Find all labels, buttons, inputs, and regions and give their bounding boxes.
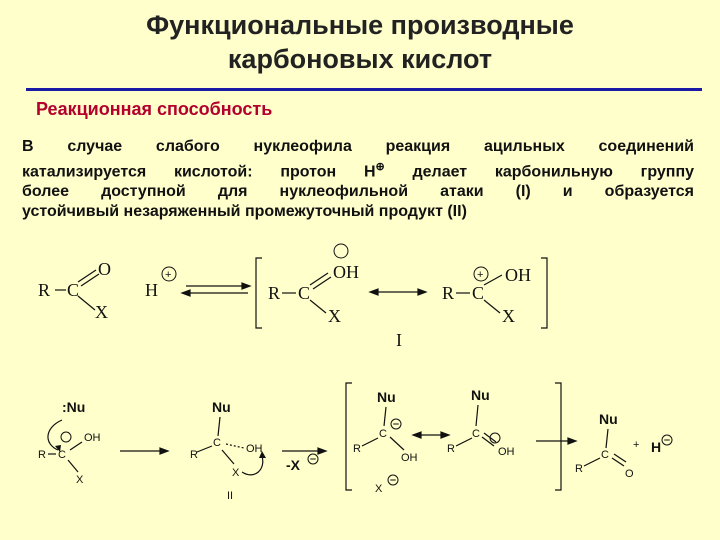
tetrahedral-intermediate <box>196 416 245 465</box>
minus-charge-icon <box>387 474 399 486</box>
plus-sign: + <box>477 269 483 281</box>
title-line-2: карбоновых кислот <box>227 44 493 74</box>
paragraph-line-2b: делает карбонильную группу <box>384 163 695 181</box>
nucleophile-label: :Nu <box>62 399 85 415</box>
oxyanion-form <box>361 406 405 451</box>
label-roman-2: II <box>227 490 233 502</box>
plus-charge-icon <box>489 432 501 444</box>
reactant-acyl <box>55 269 100 311</box>
paragraph-line-4: устойчивый незаряженный промежуточный пр… <box>22 203 467 221</box>
c-label: C <box>213 437 221 449</box>
c-label: C <box>58 449 66 461</box>
x-label: X <box>76 474 84 486</box>
label-roman-1: I <box>396 330 402 350</box>
resonance-arrow-icon <box>411 431 451 439</box>
resonance-arrow-icon <box>368 288 428 296</box>
o-label: O <box>98 259 111 279</box>
body-paragraph: В случае слабого нуклеофила реакция ацил… <box>22 137 694 222</box>
leaving-arrow-icon <box>241 455 264 476</box>
oh-label: OH <box>401 452 418 464</box>
x-label: X <box>502 306 515 326</box>
c-label: C <box>472 283 484 303</box>
x-label: X <box>95 302 108 322</box>
product-acyl <box>583 428 627 467</box>
r-label: R <box>38 449 46 461</box>
proton-label: H <box>145 280 158 300</box>
resonance-form-2 <box>456 274 503 314</box>
nu-label: Nu <box>377 389 396 405</box>
c-label: C <box>379 428 387 440</box>
plus-charge-icon <box>473 266 489 282</box>
leaving-arrowhead <box>259 451 266 458</box>
reaction-arrow-icon <box>120 447 170 455</box>
o-label: O <box>625 468 634 480</box>
r-label: R <box>190 449 198 461</box>
x-label: X <box>328 306 341 326</box>
intermediate-bracket <box>255 257 548 329</box>
r-label: R <box>447 443 455 455</box>
attack-arrowhead <box>55 445 61 452</box>
resonance-form-1 <box>282 272 332 314</box>
nu-label: Nu <box>599 411 618 427</box>
title-line-1: Функциональные производные <box>146 10 574 40</box>
plus-charge-icon <box>333 243 349 259</box>
x-label: X <box>375 483 383 495</box>
plus-charge-icon <box>60 431 72 443</box>
equilibrium-arrow-icon <box>180 282 252 297</box>
section-heading: Реакционная способность <box>36 99 273 119</box>
paragraph-line-3: более доступной для нуклеофильной атаки … <box>22 183 694 201</box>
c-label: C <box>601 449 609 461</box>
species-protonated <box>48 441 83 473</box>
title-divider <box>26 88 702 91</box>
oh-label: OH <box>84 432 101 444</box>
leaving-group-label: -X <box>286 457 301 473</box>
hydride-label: H <box>651 439 661 455</box>
paragraph-line-2a: катализируется кислотой: протон Н <box>22 163 376 181</box>
proton-charge: ⊕ <box>375 161 385 173</box>
plus-charge-icon <box>161 266 177 282</box>
plus-sign: + <box>633 439 639 451</box>
plus-sign: + <box>165 269 171 281</box>
oh-label: OH <box>246 443 263 455</box>
slide-title: Функциональные производные карбоновых ки… <box>40 8 680 76</box>
oh-label: OH <box>505 265 531 285</box>
elimination-arrow-icon <box>282 447 328 455</box>
minus-charge-icon <box>307 453 319 465</box>
r-label: R <box>353 443 361 455</box>
paragraph-line-1: В случае слабого нуклеофила реакция ацил… <box>22 138 694 155</box>
c-label: C <box>298 283 310 303</box>
minus-charge-icon <box>661 434 673 446</box>
paragraph-line-2: катализируется кислотой: протон Н⊕ делае… <box>22 157 694 182</box>
minus-charge-icon <box>390 418 402 430</box>
attack-arrow-icon <box>47 419 63 451</box>
nu-label: Nu <box>471 387 490 403</box>
c-label: C <box>67 280 79 300</box>
r-label: R <box>575 463 583 475</box>
r-label: R <box>38 280 50 300</box>
nu-label: Nu <box>212 399 231 415</box>
oxyanion-bracket <box>345 382 562 491</box>
oh-label: OH <box>498 446 515 458</box>
product-arrow-icon <box>536 437 578 445</box>
r-label: R <box>442 283 454 303</box>
c-label: C <box>472 428 480 440</box>
r-label: R <box>268 283 280 303</box>
x-label: X <box>232 467 240 479</box>
oh-label: OH <box>333 262 359 282</box>
